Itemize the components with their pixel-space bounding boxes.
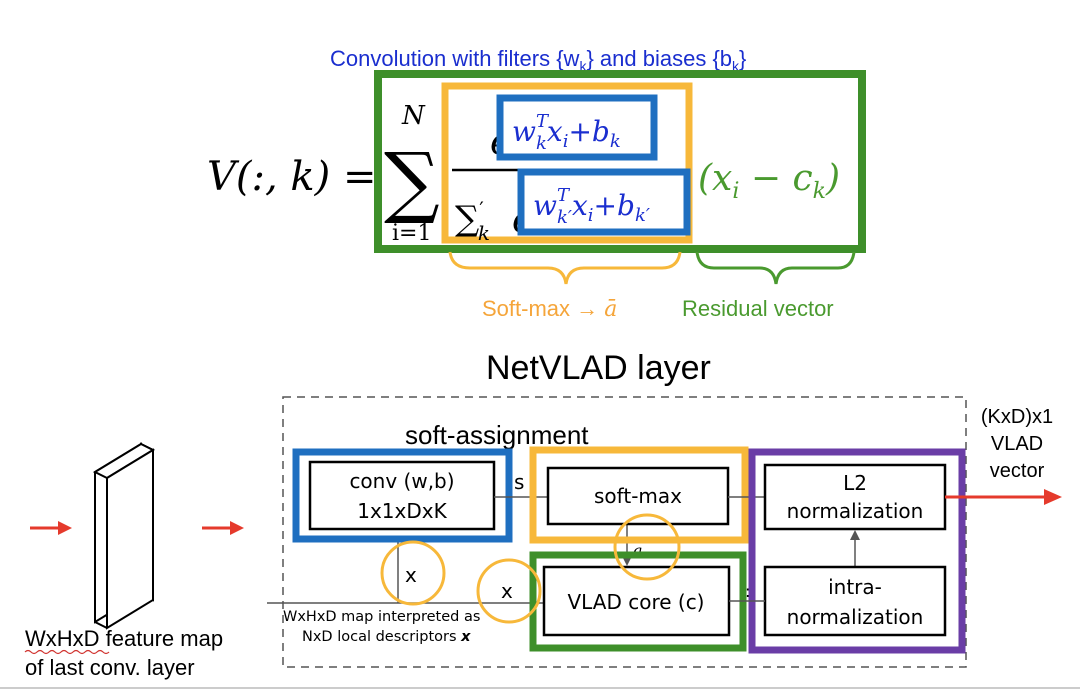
formula-lhs: V(:, k) =: [207, 154, 376, 200]
feature-map-label: WxHxD feature map: [25, 626, 223, 651]
feature-map-cuboid: [92, 442, 156, 630]
formula-section: Convolution with filters {wk} and biases…: [207, 46, 866, 322]
soft-assignment-label: soft-assignment: [405, 420, 589, 450]
formula-annotation-top: Convolution with filters {wk} and biases…: [330, 46, 746, 74]
map-note-line1: WxHxD map interpreted as: [283, 609, 480, 625]
intra-to-l2-arrowhead: [850, 530, 860, 540]
x-circle-1: [380, 540, 446, 606]
output-arrow: [945, 489, 1062, 505]
softmax-box: [546, 466, 730, 526]
denominator-sum: ∑′k: [455, 197, 490, 245]
numerator-exponent-box: [496, 94, 658, 161]
sum-upper-limit: N: [401, 101, 426, 131]
softmax-brace: [448, 251, 682, 285]
residual-term: (xi − ck): [698, 158, 840, 204]
softmax-fraction-box: [441, 82, 693, 244]
intra-box-line2: normalization: [787, 605, 924, 629]
a-label: a: [633, 541, 643, 560]
x-label-2: x: [501, 579, 513, 603]
diagram-section: NetVLAD layer WxHxD feature map of last …: [24, 349, 1062, 680]
sum-lower-limit: i=1: [392, 221, 431, 246]
conv-box-line1: conv (w,b): [349, 469, 454, 493]
x-label-1: x: [405, 563, 417, 587]
s-label: s: [514, 470, 524, 494]
residual-brace: [695, 251, 856, 285]
intra-normalization-box: [763, 565, 947, 637]
a-circle: [613, 513, 681, 581]
normalization-group-highlight: [748, 448, 966, 654]
intra-box-line1: intra-: [828, 575, 882, 599]
diagram-title: NetVLAD layer: [486, 349, 711, 387]
conv-box: [308, 460, 496, 531]
feature-to-layer-arrow: [202, 521, 244, 535]
residual-box: [374, 70, 866, 253]
sum-symbol: ∑: [384, 137, 440, 227]
map-note-line2: NxD local descriptors x: [302, 629, 471, 645]
l2-normalization-box: [763, 463, 947, 531]
softmax-box-highlight: [529, 446, 749, 544]
feature-map-label-underline: [24, 649, 110, 655]
output-label-line3: vector: [990, 460, 1045, 482]
l2-box-line1: L2: [843, 471, 867, 495]
vlad-to-intra-s: :: [745, 582, 750, 601]
feature-map-label-line2: of last conv. layer: [25, 655, 195, 680]
denominator-exponent-box: [517, 168, 691, 236]
softmax-label: Soft-max → ā: [482, 296, 617, 322]
x-circle-2: [476, 558, 542, 624]
output-label-line1: (KxD)x1: [981, 406, 1053, 428]
conv-box-line2: 1x1xDxK: [357, 499, 447, 523]
softmax-box-label: soft-max: [594, 484, 682, 508]
output-label-line2: VLAD: [991, 433, 1043, 455]
vlad-core-box-label: VLAD core (c): [567, 590, 704, 614]
netvlad-layer-boundary: [282, 396, 967, 668]
input-arrow: [30, 521, 72, 535]
l2-box-line2: normalization: [787, 499, 924, 523]
conv-box-highlight: [292, 448, 513, 543]
residual-label: Residual vector: [682, 296, 834, 321]
